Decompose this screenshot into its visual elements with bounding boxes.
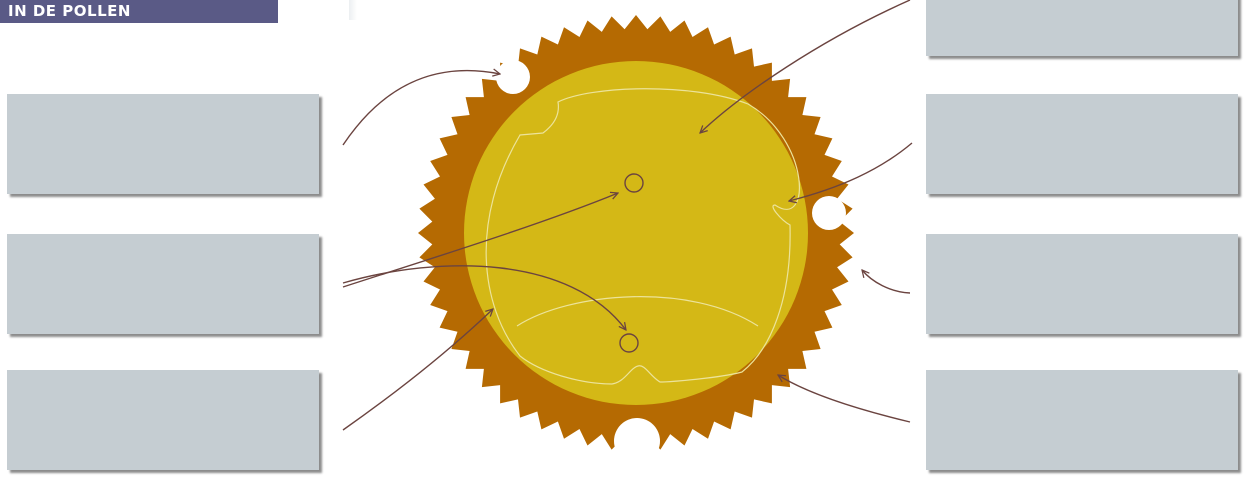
- label-box-right-2[interactable]: [926, 94, 1238, 194]
- label-box-right-1[interactable]: [926, 0, 1238, 56]
- label-box-left-3[interactable]: [7, 370, 319, 470]
- label-box-right-3[interactable]: [926, 234, 1238, 334]
- arrow-exine: [778, 375, 910, 422]
- intine-inner-wall: [464, 61, 808, 405]
- label-box-left-2[interactable]: [7, 234, 319, 334]
- label-box-left-1[interactable]: [7, 94, 319, 194]
- pore-notch-right: [812, 196, 846, 230]
- arrow-pore-right: [862, 270, 910, 293]
- label-box-right-4[interactable]: [926, 370, 1238, 470]
- pore-notch-top-left: [496, 60, 530, 94]
- pore-notch-bottom: [614, 418, 660, 464]
